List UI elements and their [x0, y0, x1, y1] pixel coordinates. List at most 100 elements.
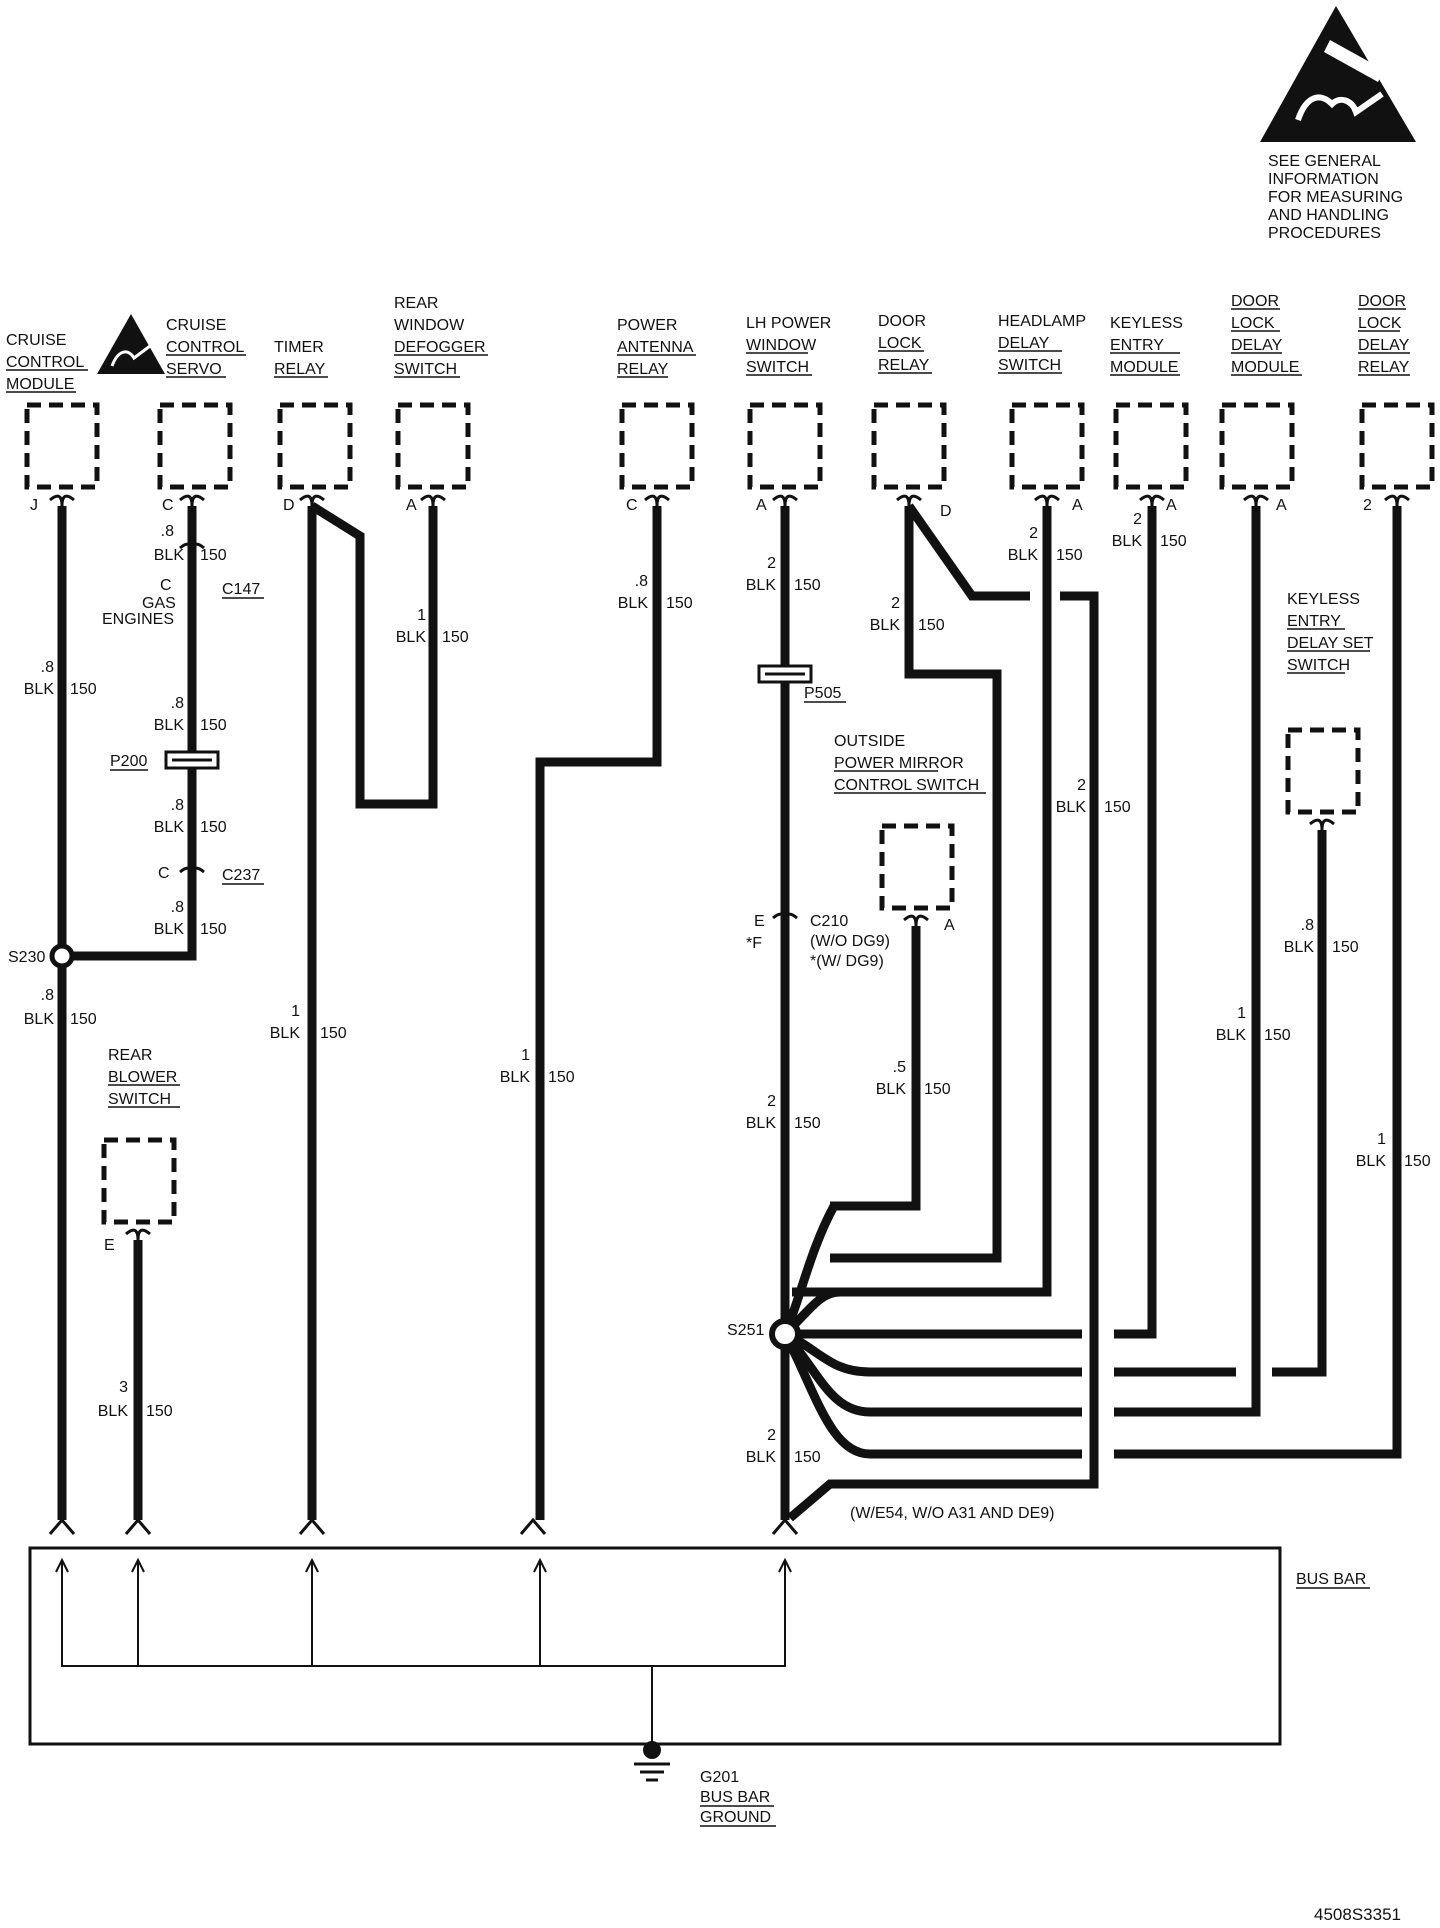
label-line: ENTRY [1287, 613, 1341, 630]
wire-circuit: 150 [1104, 799, 1131, 816]
label-line: POWER [617, 317, 677, 334]
s230-label: S230 [8, 949, 45, 966]
wire-circuit: 150 [1264, 1027, 1291, 1044]
wire-color: BLK [98, 1403, 129, 1420]
wire-size: 1 [521, 1047, 530, 1064]
wire-circuit: 150 [200, 547, 227, 564]
bus-bar-tie [61, 1560, 786, 1667]
label-lh-power-window-switch: LH POWER WINDOW SWITCH [746, 315, 831, 376]
c210-label: C210 [810, 913, 848, 930]
label-rear-window-defogger-switch: REAR WINDOW DEFOGGER SWITCH [394, 295, 486, 378]
terminal-symbols [48, 494, 1410, 1535]
pin-rear-blower: E [104, 1237, 115, 1254]
label-line: CRUISE [6, 332, 66, 349]
ground-icon [634, 1741, 670, 1782]
pin-labels: J C D A C A D A A A 2 A E [30, 497, 1372, 1254]
label-line: DOOR [878, 313, 926, 330]
power-antenna-relay-box [619, 402, 695, 490]
pin-cruise-servo: C [162, 497, 174, 514]
label-line: DELAY [1231, 337, 1283, 354]
c147-pin: C [160, 577, 172, 594]
wire-size: 3 [119, 1379, 128, 1396]
wire-size: 2 [891, 595, 900, 612]
c210-note: (W/O DG9) [810, 933, 890, 950]
wire-size: .8 [41, 987, 54, 1004]
label-door-lock-delay-module: DOOR LOCK DELAY MODULE [1231, 293, 1299, 376]
label-line: CONTROL SWITCH [834, 777, 979, 794]
splice-s230 [49, 943, 75, 969]
wire-mirror-switch [830, 926, 921, 1211]
pin-cruise-module: J [30, 497, 38, 514]
esd-notice-line: FOR MEASURING [1268, 189, 1403, 206]
label-line: OUTSIDE [834, 733, 905, 750]
c210-note: *(W/ DG9) [810, 953, 884, 970]
label-keyless-entry-delay-set-switch: KEYLESS ENTRY DELAY SET SWITCH [1287, 591, 1374, 674]
label-line: RELAY [1358, 359, 1410, 376]
door-lock-delay-module-box [1219, 402, 1295, 490]
label-line: LOCK [1358, 315, 1402, 332]
label-line: G201 [700, 1769, 739, 1786]
wire-color: BLK [1056, 799, 1087, 816]
wire-circuit: 150 [442, 629, 469, 646]
label-line: CONTROL [166, 339, 244, 356]
label-line: KEYLESS [1287, 591, 1360, 608]
wire-size: .8 [1301, 917, 1314, 934]
wire-color: BLK [270, 1025, 301, 1042]
label-line: DELAY [1358, 337, 1410, 354]
esd-notice-line: SEE GENERAL [1268, 153, 1381, 170]
esd-notice: SEE GENERAL INFORMATION FOR MEASURING AN… [1268, 153, 1403, 242]
pin-door-lock-delay-module: A [1276, 497, 1287, 514]
p200-label: P200 [110, 753, 147, 770]
label-line: WINDOW [394, 317, 465, 334]
label-line: HEADLAMP [998, 313, 1086, 330]
label-line: CONTROL [6, 354, 84, 371]
wire-circuit: 150 [1056, 547, 1083, 564]
label-rear-blower-switch: REAR BLOWER SWITCH [108, 1047, 177, 1108]
wire-circuit: 150 [794, 577, 821, 594]
wire-s251-fan [783, 1329, 1082, 1377]
connector-labels: C C147 GAS ENGINES P200 C C237 P505 E *F… [102, 577, 890, 970]
label-door-lock-relay: DOOR LOCK RELAY [878, 313, 930, 374]
label-line: MODULE [1110, 359, 1178, 376]
esd-notice-line: AND HANDLING [1268, 207, 1389, 224]
wire-color: BLK [746, 1449, 777, 1466]
label-line: KEYLESS [1110, 315, 1183, 332]
wire-color: BLK [154, 819, 185, 836]
label-line: SERVO [166, 361, 222, 378]
label-underlines [6, 308, 1410, 1108]
c237-label: C237 [222, 867, 260, 884]
outside-mirror-switch-box [879, 823, 955, 911]
label-cruise-control-servo: CRUISE CONTROL SERVO [166, 317, 244, 378]
wire-circuit: 150 [70, 1011, 97, 1028]
label-line: LOCK [878, 335, 922, 352]
wire-circuit: 150 [200, 717, 227, 734]
connector-underlines [110, 597, 846, 885]
label-line: TIMER [274, 339, 324, 356]
wire-s251-fan [781, 1331, 1082, 1459]
headlamp-delay-switch-box [1009, 402, 1085, 490]
wire-door-lock-relay-d [905, 503, 1030, 601]
label-line: LH POWER [746, 315, 831, 332]
pin-door-lock-relay: D [940, 503, 952, 520]
c237-pin: C [158, 865, 170, 882]
gas-engines-label: ENGINES [102, 611, 174, 628]
label-line: POWER MIRROR [834, 755, 964, 772]
wire-size: .8 [635, 573, 648, 590]
label-line: SWITCH [746, 359, 809, 376]
rear-window-defogger-switch-box [395, 402, 471, 490]
label-line: LOCK [1231, 315, 1275, 332]
wire-color: BLK [154, 717, 185, 734]
wire-circuit: 150 [666, 595, 693, 612]
rear-blower-switch-box [101, 1137, 177, 1225]
